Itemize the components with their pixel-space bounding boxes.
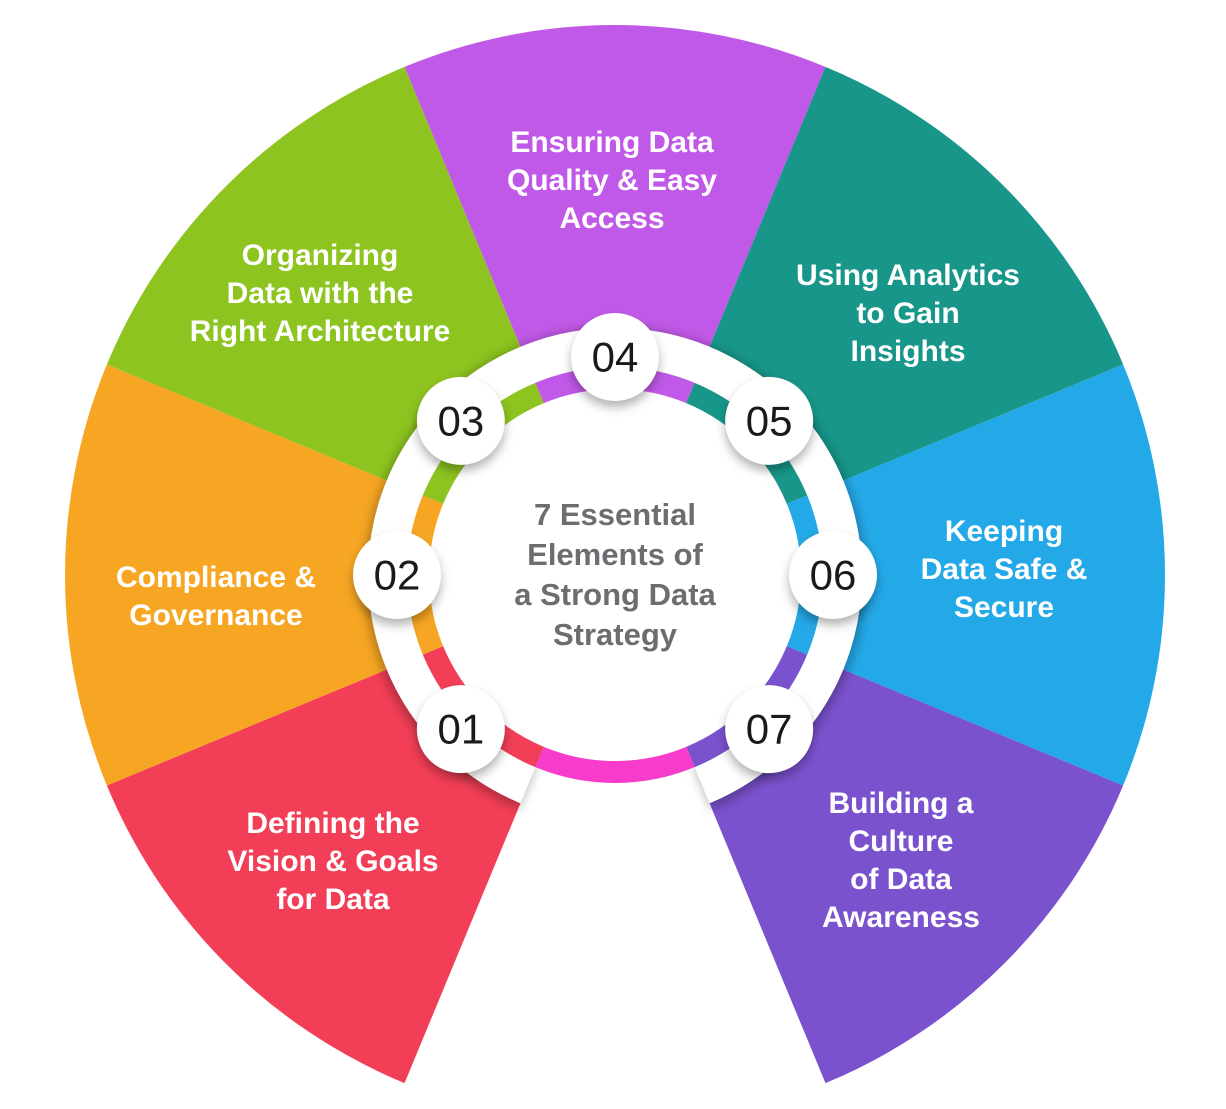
segment-03-number-badge (416, 376, 505, 465)
segment-04-number: 04 (592, 334, 639, 381)
segment-02-number-badge (353, 531, 441, 619)
segment-05-number-badge (725, 376, 814, 465)
segment-02-wedge (64, 364, 387, 786)
segment-06-number-badge (789, 531, 877, 619)
segment-05-wedge (709, 66, 1124, 481)
segment-04-wedge (404, 25, 826, 347)
segment-07-wedge (709, 669, 1124, 1084)
segment-07-number: 07 (746, 706, 793, 753)
segment-04-number-badge (571, 313, 659, 401)
segment-02-number: 02 (374, 552, 421, 599)
segment-03-number: 03 (437, 397, 484, 444)
segment-05-number: 05 (746, 397, 793, 444)
segment-01-number-badge (416, 685, 505, 774)
gap-ring-arc (535, 746, 695, 783)
segment-01-wedge (106, 669, 521, 1084)
segment-07-number-badge (725, 685, 814, 774)
segment-01-number: 01 (437, 706, 484, 753)
segment-06-number: 06 (810, 552, 857, 599)
segment-03-wedge (106, 66, 521, 481)
segment-06-wedge (843, 364, 1165, 786)
